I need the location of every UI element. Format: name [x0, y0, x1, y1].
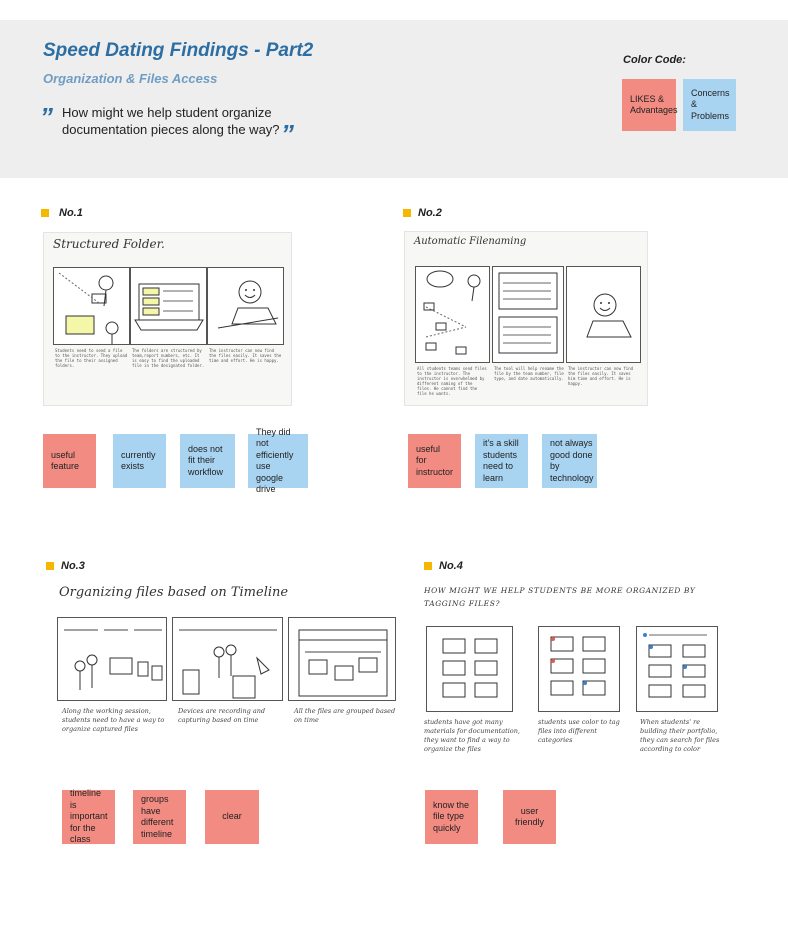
- storyboard-caption: Along the working session, students need…: [62, 707, 165, 733]
- storyboard-panel: [415, 266, 490, 363]
- storyboard-caption: The folders are structured by team,repor…: [132, 348, 205, 368]
- storyboard-no4: HOW MIGHT WE HELP STUDENTS BE MORE ORGAN…: [420, 580, 732, 770]
- section-label-no2: No.2: [418, 207, 442, 219]
- storyboard-caption: students use color to tag files into dif…: [538, 718, 620, 744]
- devices-recording-sketch: [179, 629, 277, 699]
- storyboard-caption: The instructor can now find the files ea…: [568, 366, 634, 386]
- storyboard-panel: [207, 267, 284, 345]
- storyboard-no2: Automatic Filenaming: [404, 231, 648, 406]
- storyboard-title: Organizing files based on Timeline: [59, 585, 289, 600]
- storyboard-caption: All the files are grouped based on time: [294, 707, 396, 724]
- page-subtitle: Organization & Files Access: [43, 71, 218, 86]
- timeline-discussion-sketch: [64, 629, 163, 690]
- storyboard-panel: [288, 617, 396, 701]
- close-quote-icon: ”: [281, 119, 294, 149]
- finding-note: useful feature: [43, 434, 96, 488]
- search-by-color-sketch: [643, 633, 707, 698]
- storyboard-panel: [636, 626, 718, 712]
- finding-note: does not fit their workflow: [180, 434, 235, 488]
- section-label-no3: No.3: [61, 560, 85, 572]
- happy-instructor-sketch: [586, 293, 632, 338]
- open-quote-icon: ”: [40, 102, 53, 132]
- storyboard-panel: [172, 617, 283, 701]
- laptop-folders-sketch: [134, 283, 204, 331]
- finding-note: not always good done by technology: [542, 434, 597, 488]
- finding-note: useful for instructor: [408, 434, 461, 488]
- finding-note: clear: [205, 790, 259, 844]
- finding-note: know the file type quickly: [425, 790, 478, 844]
- storyboard-no3: Organizing files based on Timeline: [54, 580, 400, 756]
- storyboard-caption: All students teams send files to the ins…: [417, 366, 487, 396]
- finding-note: currently exists: [113, 434, 166, 488]
- storyboard-panel: [492, 266, 564, 363]
- page-title: Speed Dating Findings - Part2: [43, 40, 314, 61]
- storyboard-panel: [57, 617, 167, 701]
- storyboard-panel: [53, 267, 130, 345]
- rename-files-sketch: [498, 272, 558, 354]
- finding-note: user friendly: [503, 790, 556, 844]
- happy-instructor-sketch: [217, 280, 279, 329]
- section-bullet-icon: [424, 562, 432, 570]
- color-code-label: Color Code:: [623, 54, 686, 66]
- storyboard-title: Automatic Filenaming: [414, 236, 527, 247]
- grouped-files-sketch: [298, 629, 388, 697]
- storyboard-caption: students have got many materials for doc…: [424, 718, 520, 753]
- storyboard-panel: [538, 626, 620, 712]
- design-question: How might we help student organize docum…: [62, 105, 280, 137]
- legend-concerns: Concerns & Problems: [683, 79, 736, 131]
- section-bullet-icon: [41, 209, 49, 217]
- storyboard-title: Structured Folder.: [53, 237, 165, 251]
- storyboard-caption: Devices are recording and capturing base…: [178, 707, 266, 724]
- section-label-no4: No.4: [439, 560, 463, 572]
- storyboard-panel: [566, 266, 641, 363]
- storyboard-panel: [426, 626, 513, 712]
- storyboard-caption: Students need to send a file to the inst…: [55, 348, 128, 368]
- finding-note: They did not efficiently use google driv…: [248, 427, 308, 494]
- legend-likes: LIKES & Advantages: [622, 79, 678, 131]
- section-bullet-icon: [46, 562, 54, 570]
- storyboard-caption: When students' re building their portfol…: [640, 718, 720, 753]
- student-upload-sketch: [58, 272, 119, 344]
- section-label-no1: No.1: [59, 207, 83, 219]
- section-bullet-icon: [403, 209, 411, 217]
- finding-note: timeline is important for the class: [62, 788, 115, 844]
- finding-note: it's a skill students need to learn: [475, 434, 528, 488]
- storyboard-caption: The instructor can now find the files ea…: [209, 348, 282, 363]
- storyboard-no1: Structured Folder.: [43, 232, 292, 406]
- storyboard-panel: [130, 267, 207, 345]
- finding-note: groups have different timeline: [133, 790, 186, 844]
- color-tagged-files-sketch: [550, 636, 606, 696]
- file-grid-sketch: [442, 638, 498, 698]
- storyboard-caption: The tool will help rename the file by th…: [494, 366, 564, 381]
- storyboard-title: HOW MIGHT WE HELP STUDENTS BE MORE ORGAN…: [424, 586, 696, 608]
- overwhelmed-instructor-sketch: [423, 270, 481, 355]
